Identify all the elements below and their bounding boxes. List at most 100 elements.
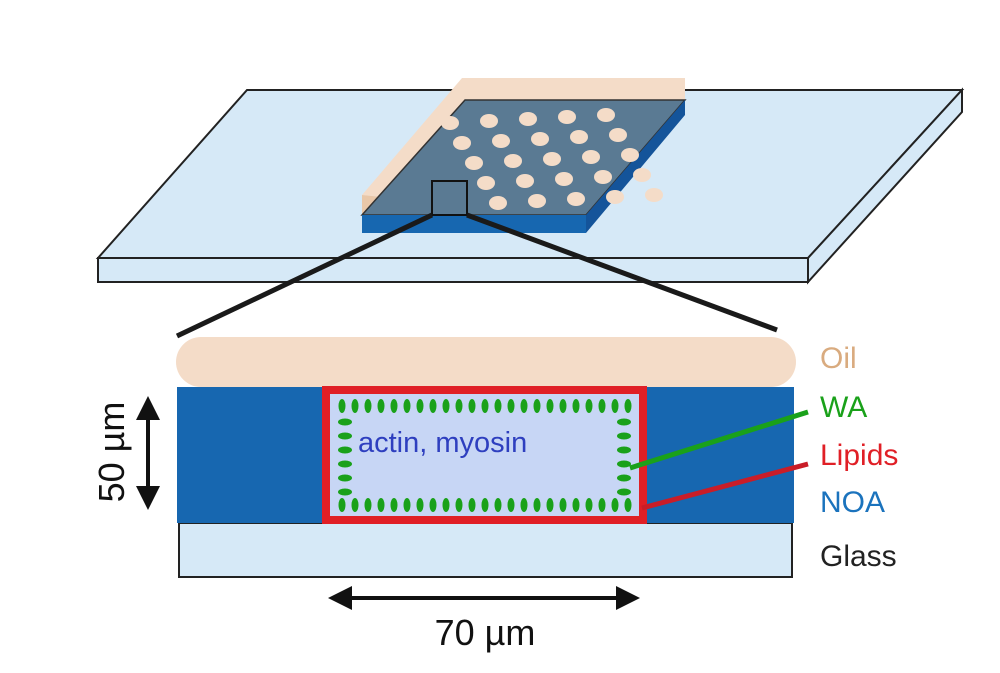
wa-dot (351, 498, 359, 512)
wa-dot (572, 498, 580, 512)
well (582, 150, 600, 164)
wa-dot (546, 399, 554, 413)
well (570, 130, 588, 144)
zoom-line-left (175, 212, 434, 339)
well (504, 154, 522, 168)
wa-dot (390, 399, 398, 413)
wa-dot (468, 399, 476, 413)
wa-dot (559, 399, 567, 413)
wa-dot (520, 498, 528, 512)
well (516, 174, 534, 188)
wa-dot (611, 498, 619, 512)
wa-dot (617, 460, 631, 468)
wa-dot (429, 399, 437, 413)
wa-pointer-line (629, 409, 809, 471)
glass-slide-front-face (97, 257, 809, 283)
wa-dot (468, 498, 476, 512)
wa-dot (624, 498, 632, 512)
wa-dot (494, 399, 502, 413)
well (567, 192, 585, 206)
wa-dot (598, 399, 606, 413)
well (441, 116, 459, 130)
glass-section (178, 522, 793, 578)
label-wa: WA (820, 391, 867, 424)
wa-dot (533, 399, 541, 413)
well (531, 132, 549, 146)
wa-dot (338, 432, 352, 440)
wa-dot (520, 399, 528, 413)
wa-dot (338, 399, 346, 413)
wa-dot (390, 498, 398, 512)
well (645, 188, 663, 202)
wa-dot (585, 498, 593, 512)
wa-dot (364, 498, 372, 512)
wa-dot (403, 399, 411, 413)
height-dimension-label: 50 µm (91, 402, 132, 503)
wa-dot (559, 498, 567, 512)
wa-dot (338, 498, 346, 512)
wa-dot (429, 498, 437, 512)
wa-dot (338, 474, 352, 482)
label-glass: Glass (820, 540, 897, 573)
wa-dot (585, 399, 593, 413)
well (633, 168, 651, 182)
wa-dot (338, 418, 352, 426)
width-dimension-arrow (328, 586, 640, 610)
glass-slide-side-face (807, 87, 963, 285)
wa-dot (377, 498, 385, 512)
wa-dot (533, 498, 541, 512)
well (489, 196, 507, 210)
wa-dot (338, 446, 352, 454)
zoom-line-right (466, 212, 778, 333)
wa-dot (507, 498, 515, 512)
well (453, 136, 471, 150)
inner-label-actin-myosin: actin, myosin (358, 427, 527, 459)
well (606, 190, 624, 204)
zoom-lines (175, 212, 778, 339)
wa-dot (416, 498, 424, 512)
well (558, 110, 576, 124)
wa-dot (351, 399, 359, 413)
wa-dot (377, 399, 385, 413)
wa-dot (455, 498, 463, 512)
well (465, 156, 483, 170)
wa-dot (507, 399, 515, 413)
wa-dot (598, 498, 606, 512)
wa-dot (624, 399, 632, 413)
well (477, 176, 495, 190)
wa-dot (494, 498, 502, 512)
well (480, 114, 498, 128)
wa-dot (617, 446, 631, 454)
well (555, 172, 573, 186)
wa-dot (403, 498, 411, 512)
wa-dot (611, 399, 619, 413)
well (519, 112, 537, 126)
wa-dot (364, 399, 372, 413)
wa-dot (617, 432, 631, 440)
label-noa: NOA (820, 486, 885, 519)
wa-dot (617, 474, 631, 482)
well (543, 152, 561, 166)
lipids-pointer-line (641, 461, 809, 511)
wa-dot (455, 399, 463, 413)
well (609, 128, 627, 142)
wa-dot (546, 498, 554, 512)
wa-dot (617, 418, 631, 426)
label-lipids: Lipids (820, 439, 898, 472)
wa-dot (442, 498, 450, 512)
height-dimension-arrow (136, 396, 160, 510)
label-oil: Oil (820, 342, 857, 375)
width-dimension-label: 70 µm (435, 612, 536, 653)
wa-dot (338, 460, 352, 468)
well (594, 170, 612, 184)
wa-dot (617, 488, 631, 496)
wa-dot (481, 498, 489, 512)
noa-chip-3d (360, 99, 687, 233)
well (492, 134, 510, 148)
wa-dot (572, 399, 580, 413)
well-array (441, 108, 663, 210)
oil-layer-section (176, 337, 796, 387)
zoom-selection-box (431, 180, 468, 216)
wa-dot (442, 399, 450, 413)
